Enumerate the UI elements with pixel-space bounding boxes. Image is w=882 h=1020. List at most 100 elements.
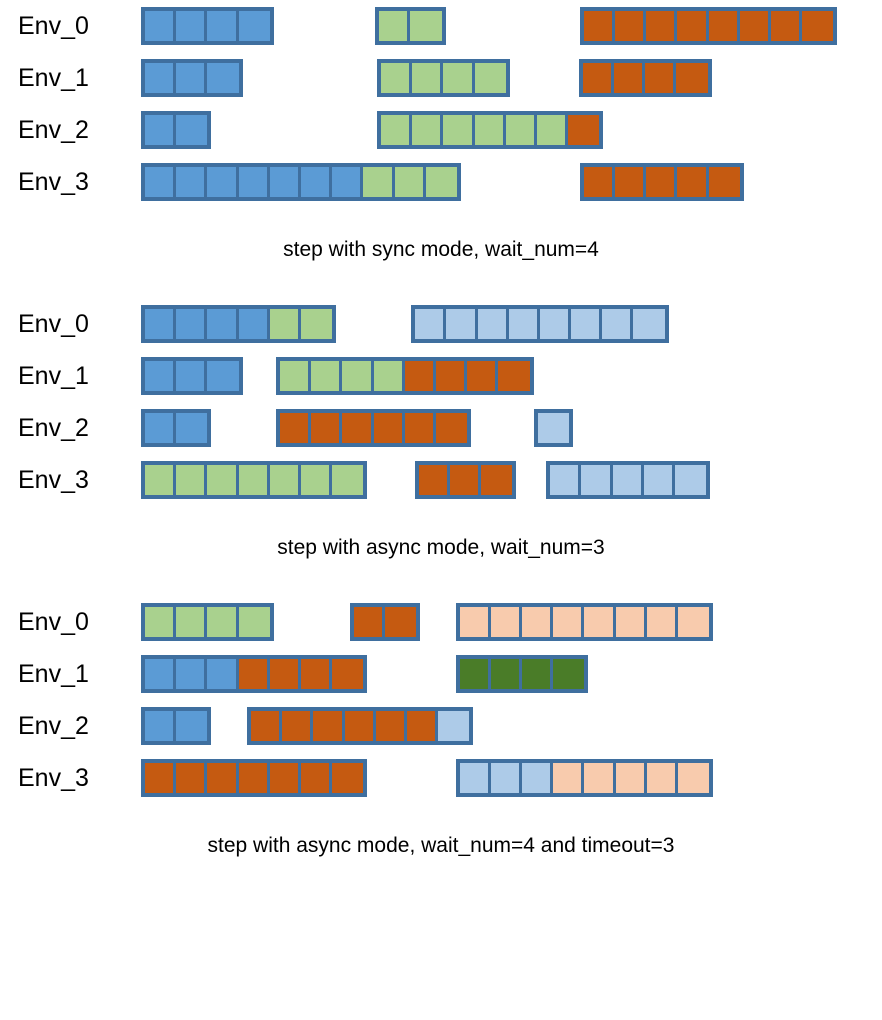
- step-cell-orange: [342, 413, 374, 443]
- step-group: [141, 111, 212, 149]
- step-cell-green: [145, 607, 177, 637]
- step-cell-orange: [238, 659, 270, 689]
- step-cell-green: [474, 63, 506, 93]
- step-cell-blue: [238, 11, 270, 41]
- step-cell-orange: [646, 167, 678, 197]
- env-track: [0, 596, 882, 648]
- step-cell-green: [443, 63, 475, 93]
- step-group: [141, 357, 243, 395]
- step-cell-green: [300, 465, 333, 495]
- step-cell-green: [474, 115, 506, 145]
- step-cell-green: [176, 607, 208, 637]
- step-cell-green: [410, 11, 442, 41]
- step-cell-green: [443, 115, 475, 145]
- step-cell-orange: [313, 711, 345, 741]
- step-group: [141, 7, 274, 45]
- step-group: [579, 7, 838, 45]
- step-cell-light-blue: [415, 309, 447, 339]
- step-cell-peach: [646, 607, 678, 637]
- step-cell-orange: [269, 659, 301, 689]
- env-row: Env_2: [0, 104, 882, 156]
- step-cell-blue: [145, 11, 177, 41]
- step-group: [579, 163, 744, 201]
- step-cell-peach: [677, 763, 710, 793]
- step-cell-green: [269, 309, 301, 339]
- env-track: [0, 700, 882, 752]
- env-track: [0, 454, 882, 506]
- step-cell-orange: [282, 711, 314, 741]
- step-cell-peach: [522, 607, 554, 637]
- step-cell-orange: [300, 763, 333, 793]
- env-label: Env_0: [18, 310, 89, 338]
- step-cell-light-blue: [446, 309, 478, 339]
- panel-caption: step with async mode, wait_num=4 and tim…: [207, 834, 675, 857]
- env-row: Env_3: [0, 454, 882, 506]
- step-cell-orange: [344, 711, 376, 741]
- step-cell-blue: [145, 63, 177, 93]
- step-group: [141, 461, 368, 499]
- step-group: [141, 603, 274, 641]
- env-label: Env_2: [18, 414, 89, 442]
- step-cell-peach: [615, 607, 647, 637]
- step-group: [141, 707, 212, 745]
- env-label: Env_2: [18, 116, 89, 144]
- env-row: Env_0: [0, 596, 882, 648]
- step-cell-green: [207, 607, 239, 637]
- env-track: [0, 350, 882, 402]
- step-cell-orange: [646, 11, 678, 41]
- step-cell-orange: [418, 465, 450, 495]
- env-row: Env_3: [0, 156, 882, 208]
- step-cell-green: [342, 361, 374, 391]
- step-cell-green: [269, 465, 301, 495]
- step-group: [411, 305, 669, 343]
- step-group: [455, 655, 589, 693]
- step-cell-green: [425, 167, 457, 197]
- env-label: Env_3: [18, 466, 89, 494]
- step-cell-light-blue: [538, 413, 570, 443]
- step-group: [141, 305, 337, 343]
- step-cell-orange: [300, 659, 333, 689]
- step-cell-blue: [207, 167, 239, 197]
- env-row: Env_2: [0, 402, 882, 454]
- step-cell-peach: [553, 607, 585, 637]
- step-group: [276, 409, 472, 447]
- step-cell-orange: [311, 413, 343, 443]
- step-cell-orange: [583, 11, 615, 41]
- step-cell-peach: [553, 763, 585, 793]
- env-track: [0, 752, 882, 804]
- step-group: [414, 461, 517, 499]
- step-cell-blue: [176, 309, 208, 339]
- env-row: Env_0: [0, 0, 882, 52]
- step-cell-green: [207, 465, 239, 495]
- step-group: [375, 7, 446, 45]
- step-cell-light-blue: [522, 763, 554, 793]
- step-cell-orange: [708, 11, 740, 41]
- step-cell-orange: [467, 361, 499, 391]
- step-cell-green: [412, 115, 444, 145]
- step-group: [141, 655, 368, 693]
- step-cell-orange: [583, 167, 615, 197]
- step-cell-blue: [145, 711, 177, 741]
- step-cell-blue: [145, 115, 177, 145]
- step-cell-light-blue: [581, 465, 613, 495]
- step-cell-orange: [677, 11, 709, 41]
- step-cell-blue: [176, 63, 208, 93]
- step-cell-peach: [677, 607, 710, 637]
- env-label: Env_3: [18, 764, 89, 792]
- step-cell-peach: [459, 607, 491, 637]
- step-group: [455, 603, 714, 641]
- panel-caption: step with sync mode, wait_num=4: [283, 238, 599, 261]
- step-cell-orange: [269, 763, 301, 793]
- step-cell-green: [379, 11, 411, 41]
- env-track: [0, 648, 882, 700]
- step-cell-orange: [614, 11, 647, 41]
- step-cell-green: [363, 167, 395, 197]
- step-group: [247, 707, 474, 745]
- env-row: Env_1: [0, 648, 882, 700]
- step-cell-orange: [207, 763, 239, 793]
- env-track: [0, 402, 882, 454]
- step-cell-blue: [176, 361, 208, 391]
- step-cell-green: [380, 63, 413, 93]
